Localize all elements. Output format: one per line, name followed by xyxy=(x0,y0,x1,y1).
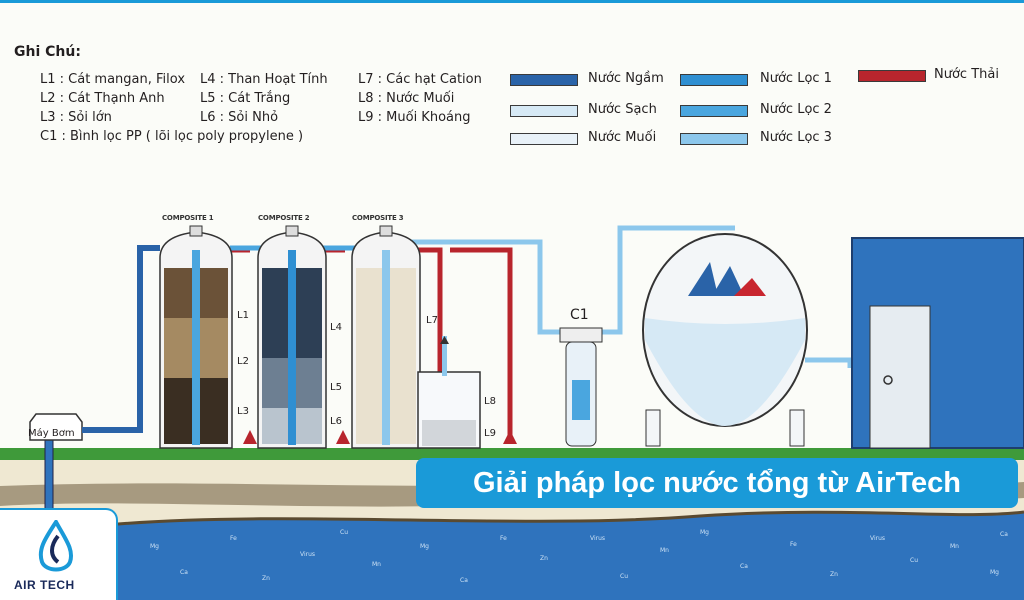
layer-l8: L8 xyxy=(484,396,496,407)
legend-l4: L4 : Than Hoạt Tính xyxy=(200,72,328,87)
mineral-marker: Mn xyxy=(372,561,381,568)
mineral-marker: Ca xyxy=(460,577,468,584)
swatch-nuoc-loc-3 xyxy=(680,133,748,145)
swatch-nuoc-sach xyxy=(510,105,578,117)
label-nuoc-loc-1: Nước Lọc 1 xyxy=(760,71,832,86)
composite-2-label: COMPOSITE 2 xyxy=(258,214,310,222)
mineral-marker: Virus xyxy=(870,535,885,542)
swatch-nuoc-muoi xyxy=(510,133,578,145)
tank-composite-2 xyxy=(257,225,327,449)
layer-l3: L3 xyxy=(237,406,249,417)
mineral-marker: Virus xyxy=(590,535,605,542)
layer-l1: L1 xyxy=(237,310,249,321)
mineral-marker: Ca xyxy=(740,563,748,570)
mineral-marker: Fe xyxy=(790,541,797,548)
mineral-marker: Mn xyxy=(950,543,959,550)
mineral-marker: Mg xyxy=(990,569,999,576)
label-nuoc-thai: Nước Thải xyxy=(934,67,999,82)
water-drop-logo-icon xyxy=(38,520,73,572)
mineral-marker: Ca xyxy=(180,569,188,576)
layer-l6: L6 xyxy=(330,416,342,427)
legend-title: Ghi Chú: xyxy=(14,44,81,60)
legend-l8: L8 : Nước Muối xyxy=(358,91,455,106)
tank-composite-1 xyxy=(159,225,233,449)
logo-box xyxy=(0,508,118,600)
legend-l1: L1 : Cát mangan, Filox xyxy=(40,72,186,87)
mineral-marker: Cu xyxy=(340,529,348,536)
label-nuoc-ngam: Nước Ngầm xyxy=(588,71,664,86)
layer-l4: L4 xyxy=(330,322,342,333)
mineral-marker: Mn xyxy=(660,547,669,554)
mineral-marker: Mg xyxy=(420,543,429,550)
mineral-marker: Ca xyxy=(1000,531,1008,538)
legend-l3: L3 : Sỏi lớn xyxy=(40,110,112,125)
legend-c1: C1 : Bình lọc PP ( lõi lọc poly propylen… xyxy=(40,129,304,144)
legend-l6: L6 : Sỏi Nhỏ xyxy=(200,110,279,125)
c1-cartridge-filter xyxy=(559,327,603,447)
layer-l7: L7 xyxy=(426,315,438,326)
swatch-nuoc-loc-1 xyxy=(680,74,748,86)
building xyxy=(851,237,1024,449)
tank-composite-3 xyxy=(351,225,421,449)
label-nuoc-muoi: Nước Muối xyxy=(588,130,657,145)
composite-1-label: COMPOSITE 1 xyxy=(162,214,214,222)
legend-l5: L5 : Cát Trắng xyxy=(200,91,291,106)
pump-body xyxy=(29,413,83,441)
brine-tank xyxy=(417,336,481,449)
logo-text: AIR TECH xyxy=(14,578,75,592)
layer-l9: L9 xyxy=(484,428,496,439)
label-nuoc-sach: Nước Sạch xyxy=(588,102,657,117)
label-nuoc-loc-3: Nước Lọc 3 xyxy=(760,130,832,145)
swatch-nuoc-ngam xyxy=(510,74,578,86)
title-banner: Giải pháp lọc nước tổng từ AirTech xyxy=(416,458,1018,508)
mineral-marker: Fe xyxy=(230,535,237,542)
swatch-nuoc-thai xyxy=(858,70,926,82)
mineral-marker: Cu xyxy=(620,573,628,580)
mineral-marker: Mg xyxy=(150,543,159,550)
mineral-marker: Mg xyxy=(700,529,709,536)
mineral-marker: Zn xyxy=(540,555,548,562)
label-nuoc-loc-2: Nước Lọc 2 xyxy=(760,102,832,117)
c1-label: C1 xyxy=(570,307,589,323)
groundwater xyxy=(118,512,1024,600)
legend-l9: L9 : Muối Khoáng xyxy=(358,110,471,125)
legend-l7: L7 : Các hạt Cation xyxy=(358,72,482,87)
grass-strip xyxy=(0,448,1024,460)
mineral-marker: Fe xyxy=(500,535,507,542)
composite-3-label: COMPOSITE 3 xyxy=(352,214,404,222)
mineral-marker: Virus xyxy=(300,551,315,558)
pressure-tank xyxy=(642,233,808,447)
mineral-marker: Cu xyxy=(910,557,918,564)
mineral-marker: Zn xyxy=(830,571,838,578)
layer-l5: L5 xyxy=(330,382,342,393)
pump-label: Máy Bơm xyxy=(28,428,75,439)
legend-l2: L2 : Cát Thạnh Anh xyxy=(40,91,165,106)
swatch-nuoc-loc-2 xyxy=(680,105,748,117)
mineral-marker: Zn xyxy=(262,575,270,582)
layer-l2: L2 xyxy=(237,356,249,367)
mineral-markers: MgCaFeZnVirusCuMnMgCaFeZnVirusCuMnMgCaFe… xyxy=(150,529,1008,584)
